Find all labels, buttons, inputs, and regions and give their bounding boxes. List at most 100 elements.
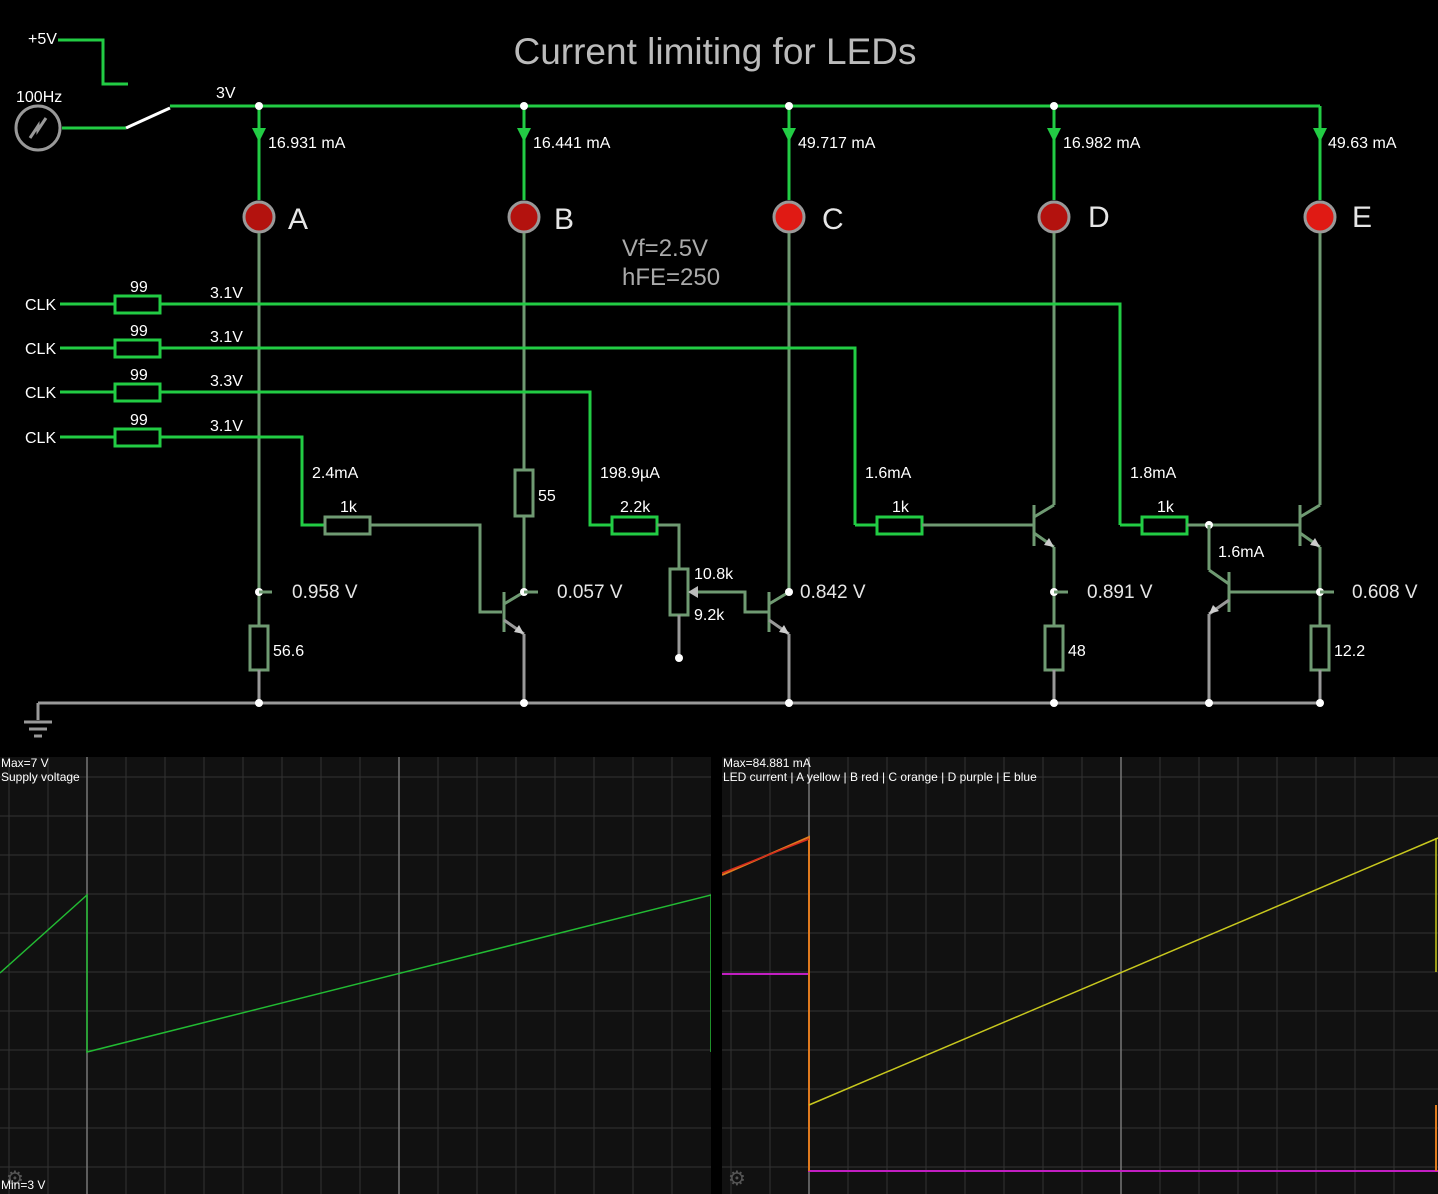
led-d-label: D	[1088, 201, 1110, 234]
e-emitter-res-value: 12.2	[1334, 643, 1365, 660]
ground-junctions	[255, 699, 1324, 707]
switch-blade[interactable]	[125, 106, 171, 130]
scope-1-plot	[0, 757, 711, 1194]
c-base-current: 198.9µA	[600, 465, 660, 482]
rail-junctions	[255, 102, 1058, 110]
trace-d-purple	[722, 973, 1438, 1172]
circuit-schematic[interactable]: Current limiting for LEDs +5V 100Hz 3V 1…	[0, 0, 1438, 757]
branch-b-circuit: 2.4mA 1k 55 0.057 V	[312, 465, 623, 703]
led-branch-a: 16.931 mA A	[242, 106, 346, 626]
e-sense-transistor[interactable]	[1208, 568, 1231, 616]
e-base-res-value: 1k	[1157, 499, 1175, 516]
b-base-current: 2.4mA	[312, 465, 359, 482]
c-transistor[interactable]	[767, 590, 790, 636]
rail-voltage: 3V	[216, 85, 236, 102]
c-base-resistor[interactable]	[610, 515, 659, 536]
e-sense-current: 1.6mA	[1218, 544, 1265, 561]
a-emitter-resistor[interactable]	[248, 624, 270, 672]
scope-led-current[interactable]: Max=84.881 mA LED current | A yellow | B…	[722, 757, 1438, 1194]
led-branch-b: 16.441 mA B	[507, 106, 611, 470]
scope-2-max: Max=84.881 mA	[723, 757, 811, 770]
led-d-current: 16.982 mA	[1063, 135, 1141, 152]
led-branch-c: 49.717 mA C	[772, 106, 876, 592]
scope-1-title: Supply voltage	[1, 770, 80, 784]
b-transistor[interactable]	[502, 590, 525, 636]
e-emitter-resistor[interactable]	[1309, 624, 1331, 672]
d-emitter-res-value: 48	[1068, 643, 1086, 660]
clk-2-voltage: 3.1V	[210, 329, 243, 346]
b-collector-res-value: 55	[538, 488, 556, 505]
scope-1-min: Min=3 V	[1, 1178, 46, 1192]
scope-1-grid	[0, 757, 711, 1194]
led-e[interactable]	[1303, 200, 1337, 234]
scope-2-grid	[722, 757, 1438, 1194]
c-pot-wiper[interactable]	[688, 586, 698, 598]
trace-b-red	[722, 838, 810, 874]
clk-input-4: CLK 99 3.1V	[25, 412, 325, 527]
clk-input-3: CLK 99 3.3V	[25, 367, 612, 527]
clk-2-resistor: 99	[130, 323, 148, 340]
scope-1-max: Max=7 V	[1, 757, 49, 770]
param-hfe: hFE=250	[622, 264, 720, 291]
branch-c-circuit: 198.9µA 2.2k 10.8k 9.2k 0.842 V	[600, 465, 866, 703]
clk-1-voltage: 3.1V	[210, 285, 243, 302]
led-c-current: 49.717 mA	[798, 135, 876, 152]
led-branch-e: 49.63 mA E	[1303, 106, 1397, 505]
supply-label: +5V	[28, 31, 57, 48]
clk-4-label: CLK	[25, 430, 56, 447]
led-b[interactable]	[507, 200, 541, 234]
d-transistor[interactable]	[1032, 503, 1055, 549]
b-base-resistor[interactable]	[323, 515, 372, 536]
clk-2-label: CLK	[25, 341, 56, 358]
led-a[interactable]	[242, 200, 276, 234]
b-node-voltage: 0.057 V	[557, 582, 623, 603]
e-base-current: 1.8mA	[1130, 465, 1177, 482]
led-b-current: 16.441 mA	[533, 135, 611, 152]
c-pot-bottom: 9.2k	[694, 607, 725, 624]
led-e-label: E	[1352, 201, 1372, 234]
clk-3-resistor: 99	[130, 367, 148, 384]
b-collector-resistor[interactable]	[513, 468, 535, 518]
clk-4-resistor: 99	[130, 412, 148, 429]
e-node-voltage: 0.608 V	[1352, 582, 1418, 603]
a-emitter-res-value: 56.6	[273, 643, 304, 660]
gear-icon[interactable]: ⚙	[6, 1166, 24, 1190]
clk-input-1: CLK 99 3.1V	[25, 279, 1122, 525]
d-emitter-resistor[interactable]	[1043, 624, 1065, 672]
ac-source-icon[interactable]	[14, 104, 62, 152]
clk-1-resistor: 99	[130, 279, 148, 296]
d-base-res-value: 1k	[892, 499, 910, 516]
branch-a-circuit: 0.958 V 56.6	[248, 582, 358, 703]
source-label: 100Hz	[16, 89, 62, 106]
led-d[interactable]	[1037, 200, 1071, 234]
a-node-voltage: 0.958 V	[292, 582, 358, 603]
branch-e-circuit: 1.8mA 1k 1.6mA 0.608 V 12.2	[1120, 465, 1418, 703]
branch-d-circuit: 1.6mA 1k 0.891 V 48	[855, 465, 1153, 703]
led-b-label: B	[554, 203, 574, 236]
clk-4-voltage: 3.1V	[210, 418, 243, 435]
d-base-resistor[interactable]	[875, 515, 924, 536]
b-base-res-value: 1k	[340, 499, 358, 516]
clk-1-label: CLK	[25, 297, 56, 314]
c-potentiometer[interactable]	[668, 567, 690, 617]
e-transistor[interactable]	[1298, 503, 1321, 549]
param-vf: Vf=2.5V	[622, 235, 708, 262]
c-pot-top: 10.8k	[694, 566, 734, 583]
led-e-current: 49.63 mA	[1328, 135, 1397, 152]
clk-3-voltage: 3.3V	[210, 373, 243, 390]
led-c[interactable]	[772, 200, 806, 234]
led-a-current: 16.931 mA	[268, 135, 346, 152]
trace-c-orange	[722, 835, 810, 1171]
d-base-current: 1.6mA	[865, 465, 912, 482]
clk-3-label: CLK	[25, 385, 56, 402]
scope-2-title: LED current | A yellow | B red | C orang…	[723, 770, 1037, 784]
gear-icon[interactable]: ⚙	[728, 1166, 746, 1190]
supply-wire	[58, 38, 128, 86]
trace-a-yellow	[808, 837, 1438, 1106]
c-base-res-value: 2.2k	[620, 499, 651, 516]
e-base-resistor[interactable]	[1140, 515, 1189, 536]
scope-supply-voltage[interactable]: Max=7 V Supply voltage ⚙ Min=3 V	[0, 757, 711, 1194]
scope-2-plot	[722, 757, 1438, 1194]
supply-voltage-trace	[0, 893, 711, 1053]
d-node-voltage: 0.891 V	[1087, 582, 1153, 603]
